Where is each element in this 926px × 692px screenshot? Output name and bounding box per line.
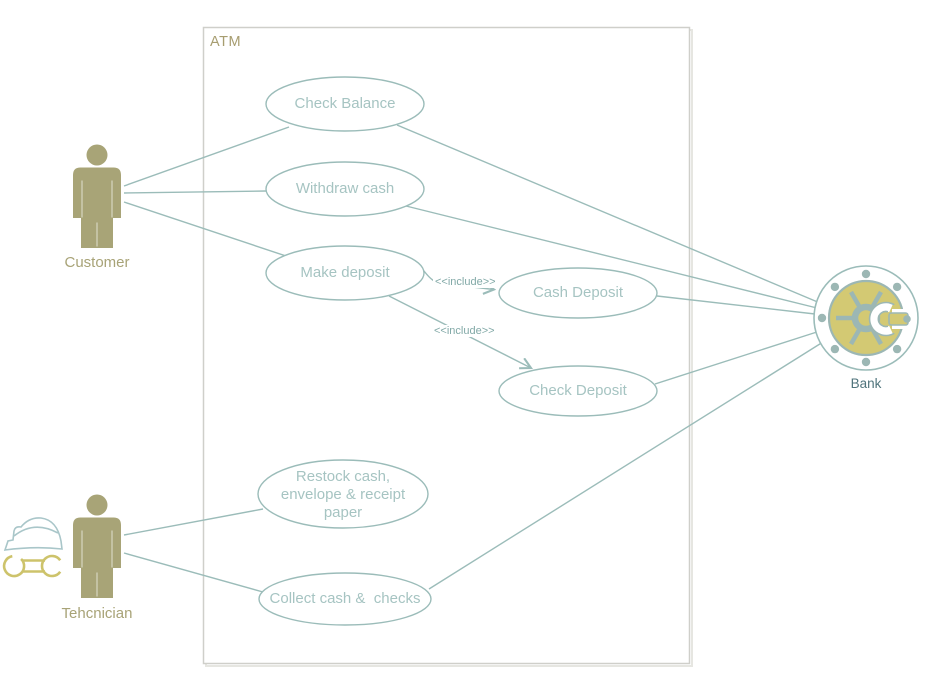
wrench-icon	[2, 554, 62, 578]
usecase-shape-restock[interactable]	[257, 459, 429, 529]
connector-customer-check-balance	[123, 126, 290, 187]
bank-vault-icon[interactable]	[813, 265, 919, 371]
connector-withdraw-cash-bank	[405, 205, 818, 309]
connector-customer-withdraw-cash	[123, 190, 267, 194]
connector-customer-make-deposit	[123, 201, 290, 258]
system-boundary-atm[interactable]	[202, 26, 691, 665]
usecase-shape-cash-deposit[interactable]	[498, 267, 658, 319]
vault-bolt-tab	[888, 312, 909, 326]
connector-check-balance-bank	[396, 124, 821, 304]
vault-handle-outline	[868, 301, 895, 337]
usecase-shape-withdraw-cash[interactable]	[265, 161, 425, 217]
connector-check-deposit-bank	[654, 330, 821, 385]
usecase-shape-collect[interactable]	[258, 572, 432, 626]
connector-technician-collect	[123, 552, 264, 593]
connector-technician-restock	[123, 508, 264, 536]
vault-spokes	[836, 290, 883, 346]
hard-hat-icon	[3, 517, 63, 551]
usecase-shape-make-deposit[interactable]	[265, 245, 425, 301]
usecase-shape-check-deposit[interactable]	[498, 365, 658, 417]
vault-bolt-right	[903, 315, 911, 323]
vault-handle-slot	[869, 302, 893, 336]
connector-collect-bank	[428, 341, 824, 590]
vault-bolts	[817, 269, 902, 367]
technician-actor-icon[interactable]	[72, 493, 122, 599]
connector-cash-deposit-bank	[656, 295, 816, 315]
usecase-shape-check-balance[interactable]	[265, 76, 425, 132]
customer-actor-icon[interactable]	[72, 143, 122, 249]
